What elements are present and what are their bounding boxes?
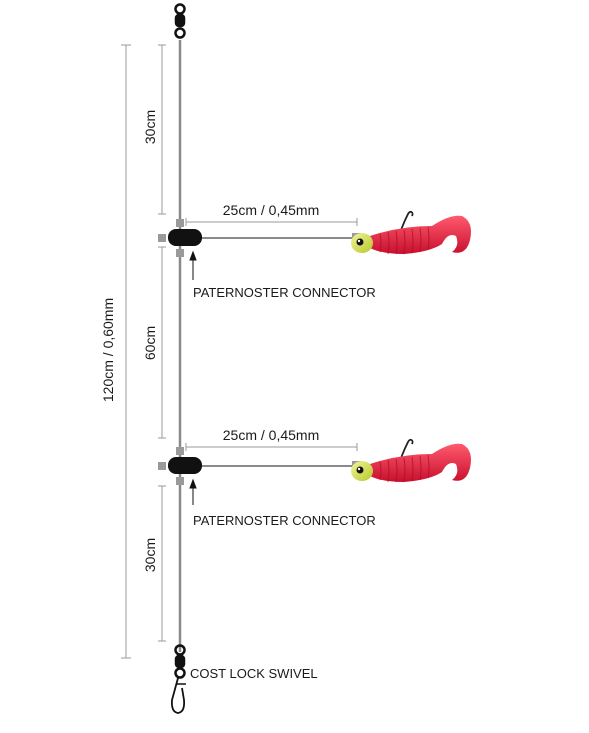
dimension-main-line [121, 44, 131, 659]
dimension-bottom-segment [158, 485, 166, 642]
connector-1-label: PATERNOSTER CONNECTOR [193, 285, 376, 300]
main-line-label: 120cm / 0,60mm [100, 298, 116, 402]
dimension-branch-1 [185, 218, 358, 226]
branch-2-length-label: 25cm / 0,45mm [223, 427, 319, 443]
branch-1-length-label: 25cm / 0,45mm [223, 202, 319, 218]
paternoster-connector-2-icon [158, 447, 202, 485]
segment-bottom-label: 30cm [142, 538, 158, 572]
dimension-top-segment [158, 44, 166, 215]
twister-lure-1-icon [351, 210, 471, 255]
segment-top-label: 30cm [142, 110, 158, 144]
swivel-label: COST LOCK SWIVEL [190, 666, 318, 681]
paternoster-connector-1-icon [158, 219, 202, 257]
segment-middle-label: 60cm [142, 326, 158, 360]
cost-lock-swivel-icon [170, 644, 186, 714]
connector-2-label: PATERNOSTER CONNECTOR [193, 513, 376, 528]
arrow-1-icon [189, 250, 197, 280]
top-swivel-icon [174, 3, 186, 39]
dimension-middle-segment [158, 246, 166, 439]
twister-lure-2-icon [351, 438, 471, 483]
dimension-branch-2 [185, 443, 358, 451]
arrow-2-icon [189, 478, 197, 505]
